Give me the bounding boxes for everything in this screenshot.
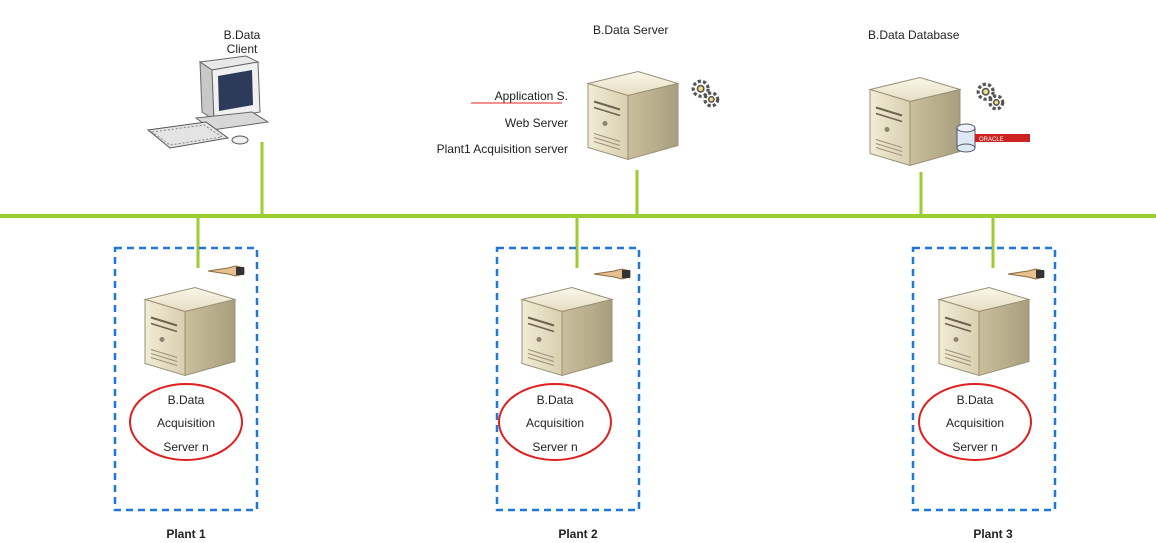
desktop-computer-icon bbox=[146, 55, 270, 149]
plant1-server-line2: Acquisition bbox=[156, 416, 216, 430]
plant2-server-line2: Acquisition bbox=[525, 416, 585, 430]
plant1-server-line1: B.Data bbox=[167, 393, 205, 407]
svg-text:ORACLE: ORACLE bbox=[979, 137, 1004, 143]
server-title: B.Data Server bbox=[593, 23, 669, 37]
client-label-line2: Client bbox=[226, 42, 258, 56]
gears-icon bbox=[976, 82, 1005, 111]
server-tower-icon bbox=[868, 76, 962, 167]
server-tower-icon bbox=[143, 286, 237, 377]
gears-icon bbox=[691, 79, 720, 108]
plant1-highlight-ellipse bbox=[129, 383, 243, 461]
client-label-line1: B.Data bbox=[223, 28, 261, 42]
plant2-highlight-ellipse bbox=[498, 383, 612, 461]
plant3-highlight-ellipse bbox=[918, 383, 1032, 461]
plant1-server-line3: Server n bbox=[163, 440, 209, 454]
server-role-web: Web Server bbox=[504, 116, 568, 130]
server-tower-icon bbox=[520, 286, 614, 377]
server-role-acquisition: Plant1 Acquisition server bbox=[436, 142, 568, 156]
plant3-server-line2: Acquisition bbox=[945, 416, 1005, 430]
plant3-label: Plant 3 bbox=[973, 527, 1013, 541]
plant2-server-line3: Server n bbox=[532, 440, 578, 454]
server-tower-icon bbox=[586, 70, 680, 161]
plant3-server-line1: B.Data bbox=[956, 393, 994, 407]
plant2-boundary bbox=[495, 246, 641, 512]
hand-icon bbox=[207, 265, 245, 277]
server-tower-icon bbox=[937, 286, 1031, 377]
plant3-boundary bbox=[911, 246, 1057, 512]
plant1-boundary bbox=[113, 246, 259, 512]
plant1-label: Plant 1 bbox=[166, 527, 206, 541]
server-role-application: Application S. bbox=[494, 89, 568, 103]
plant2-server-line1: B.Data bbox=[536, 393, 574, 407]
database-title: B.Data Database bbox=[868, 28, 960, 42]
plant2-label: Plant 2 bbox=[558, 527, 598, 541]
database-cylinder-icon: ORACLE bbox=[956, 123, 1030, 153]
hand-icon bbox=[593, 268, 631, 280]
plant3-server-line3: Server n bbox=[952, 440, 998, 454]
hand-icon bbox=[1007, 268, 1045, 280]
